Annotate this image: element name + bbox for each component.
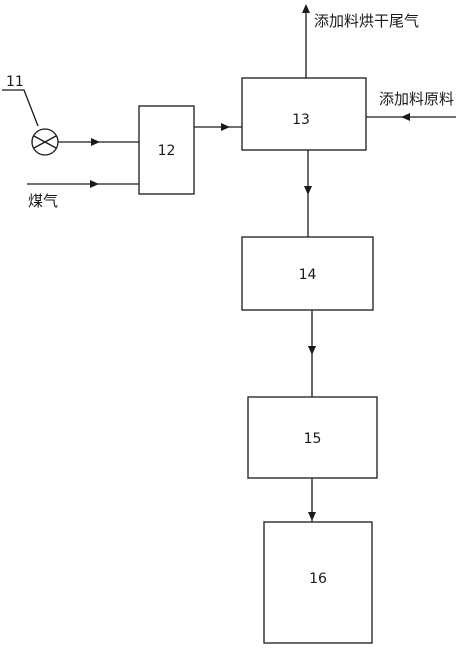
- fan-icon: [31, 128, 59, 156]
- box-12-label: 12: [158, 143, 176, 159]
- box-13: [241, 77, 367, 151]
- box-16: [263, 521, 373, 644]
- box-14-label: 14: [299, 267, 317, 283]
- box-13-label: 13: [292, 112, 310, 128]
- fan-unit: 11: [2, 74, 59, 156]
- material-input-arrow: [401, 113, 410, 121]
- exhaust-output-label: 添加料烘干尾气: [314, 12, 419, 30]
- gas-input-arrow: [90, 180, 99, 188]
- fan-to-12-arrow: [91, 138, 100, 146]
- gas-input-label: 煤气: [28, 192, 58, 210]
- 14-to-15-arrow: [308, 346, 316, 355]
- box-15: [247, 396, 378, 479]
- fan-label: 11: [6, 74, 24, 90]
- fan-leader-line: [2, 89, 39, 127]
- box-12: [138, 105, 195, 195]
- box-14: [241, 236, 374, 311]
- box-16-label: 16: [309, 571, 327, 587]
- material-input-label: 添加料原料: [379, 90, 454, 108]
- 13-to-14-arrow: [304, 186, 312, 195]
- box-15-label: 15: [304, 431, 322, 447]
- 15-to-16-arrow: [308, 512, 316, 521]
- 12-to-13-arrow: [221, 123, 230, 131]
- exhaust-output-arrow: [302, 4, 310, 13]
